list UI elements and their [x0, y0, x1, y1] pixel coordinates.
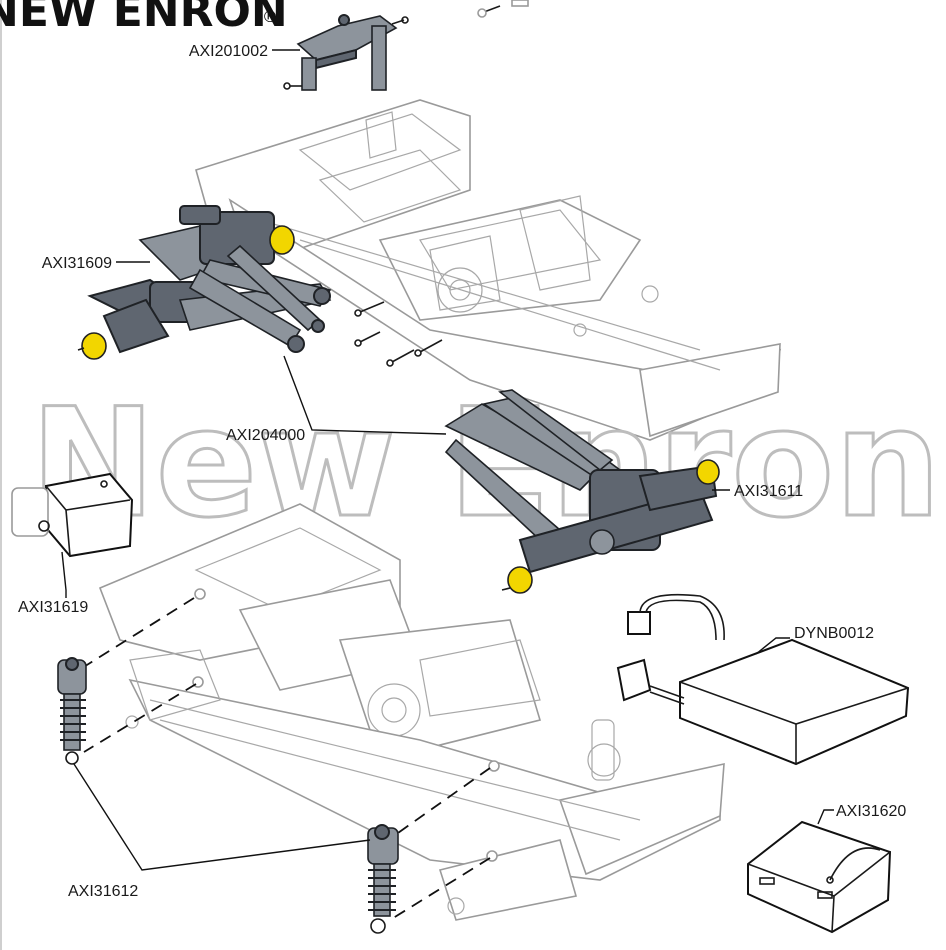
label-axi31619: AXI31619	[18, 599, 88, 616]
servo	[11, 472, 134, 558]
leader-axi31612	[73, 763, 371, 871]
shock-absorber-left	[57, 657, 87, 765]
shock-absorber-right	[367, 824, 399, 934]
front-axle-assembly	[77, 205, 332, 360]
battery-pack	[616, 593, 910, 766]
assembly-guides	[81, 597, 491, 921]
label-axi31612: AXI31612	[68, 883, 138, 900]
label-axi201002: AXI201002	[189, 43, 268, 60]
brand-logo: NEW ENRON	[0, 0, 288, 37]
screw-top-center	[477, 0, 529, 18]
registered-mark: ®	[262, 7, 278, 26]
label-axi204000: AXI204000	[226, 427, 305, 444]
screws-set	[354, 301, 443, 367]
lower-chassis	[98, 503, 725, 921]
leader-axi204000	[283, 355, 447, 435]
label-dynb0012: DYNB0012	[794, 625, 874, 642]
rear-axle-assembly	[444, 389, 720, 594]
label-axi31611: AXI31611	[734, 483, 803, 500]
label-axi31609: AXI31609	[42, 255, 112, 272]
leader-dynb0012	[755, 637, 790, 655]
body-mount-bracket	[283, 14, 409, 91]
receiver-box	[747, 820, 892, 934]
label-axi31620: AXI31620	[836, 803, 906, 820]
leader-axi31620	[817, 809, 834, 825]
leader-axi31619	[61, 551, 67, 598]
